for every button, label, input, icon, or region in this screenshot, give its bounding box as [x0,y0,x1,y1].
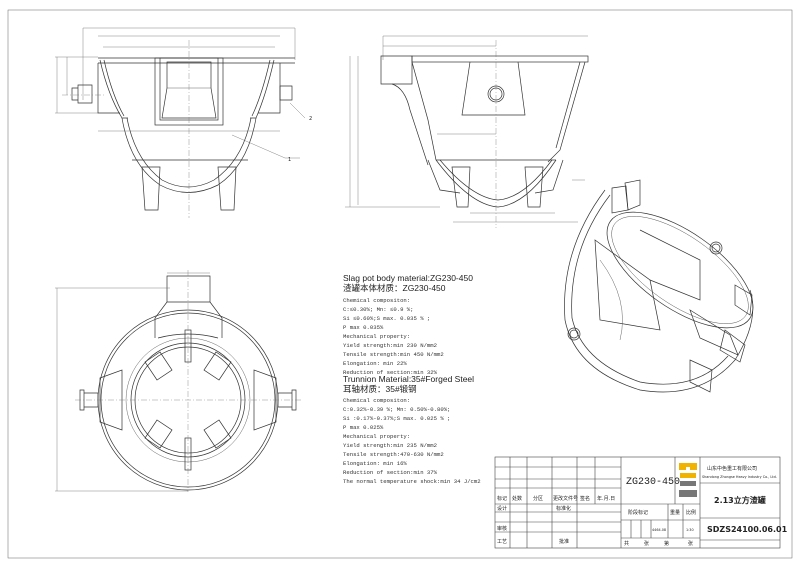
scale-value: 1:30 [686,528,694,532]
spec-line: Mechanical property: [343,433,410,440]
spec-line: The normal temperature shock:min 34 J/cm… [343,478,481,485]
body-material-spec: Slag pot body material:ZG230-450 渣罐本体材质：… [343,273,473,376]
spec-line: Chemical compositon: [343,397,410,404]
rev-header-zone: 分区 [533,495,543,502]
sheet-total-suffix: 张 [644,540,649,547]
label-weight: 重量 [670,509,680,516]
company-name-en: Shandong Zhongse Heavy Industry Co., Ltd… [702,475,777,479]
spec-line: Elongation: min 22% [343,360,407,367]
spec-line: Elongation: min 16% [343,460,407,467]
side-view [345,35,589,228]
rev-header-date: 年.月.日 [597,495,615,502]
trunnion-material-title: Trunnion Material:35#Forged Steel [343,374,474,384]
body-material-title: Slag pot body material:ZG230-450 [343,273,473,283]
title-block: 标记 处数 分区 更改文件号 签名 年.月.日 设计 标准化 审核 工艺 批准 … [494,456,788,549]
spec-line: Si :0.17%-0.37%;S max. 0.025 % ; [343,415,450,422]
rev-header-count: 处数 [512,495,522,502]
isometric-view [564,179,754,393]
spec-line: Chemical compositon: [343,297,410,304]
sheet-total-prefix: 共 [624,540,629,547]
company-name-cn: 山东中色重工有限公司 [707,465,757,472]
sheet-frame [7,9,793,559]
callout-1: 1 [288,157,291,163]
spec-line: C:≤0.30%; Mn: ≤0.9 %; [343,306,414,313]
rev-header-mark: 标记 [497,495,507,502]
spec-line: Reduction of section:min 32% [343,369,438,376]
trunnion-material-title-cn: 耳轴材质：35#锻钢 [343,384,417,394]
label-standardization: 标准化 [556,505,571,512]
drawing-number: SDZS24100.06.01 [707,525,788,534]
rev-header-sign: 签名 [580,495,590,502]
spec-line: Si ≤0.60%;S max. 0.035 % ; [343,315,430,322]
front-view: 1 2 [55,27,312,218]
spec-line: Reduction of section:min 37% [343,469,438,476]
company-logo [679,463,697,497]
spec-line: Yield strength:min 235 N/mm2 [343,442,437,449]
label-approve: 批准 [559,538,569,545]
drawing-name: 2.13立方渣罐 [714,495,766,505]
callout-2: 2 [309,116,312,122]
weight-value: 4464.08 [652,528,666,532]
spec-line: C:0.32%-0.39 %; Mn: 0.50%-0.80%; [343,406,450,413]
spec-line: P max 0.025% [343,424,384,431]
label-process: 工艺 [497,539,507,545]
spec-line: Mechanical property: [343,333,410,340]
body-material-title-cn: 渣罐本体材质：ZG230-450 [343,283,446,293]
spec-line: Yield strength:min 230 N/mm2 [343,342,437,349]
rev-header-doc: 更改文件号 [553,495,578,502]
label-review: 审核 [497,525,507,532]
trunnion-material-spec: Trunnion Material:35#Forged Steel 耳轴材质：3… [343,374,481,485]
label-design: 设计 [497,505,507,512]
spec-line: P max 0.035% [343,324,384,331]
sheet-current-prefix: 第 [664,540,669,547]
spec-line: Tensile strength:470-630 N/mm2 [343,451,444,458]
material-label: ZG230-450 [626,477,680,488]
top-view [55,270,302,492]
spec-line: Tensile strength:min 450 N/mm2 [343,351,444,358]
label-stage-mark: 阶段标记 [628,509,648,516]
sheet-current-suffix: 张 [688,540,693,547]
label-scale: 比例 [686,509,696,516]
